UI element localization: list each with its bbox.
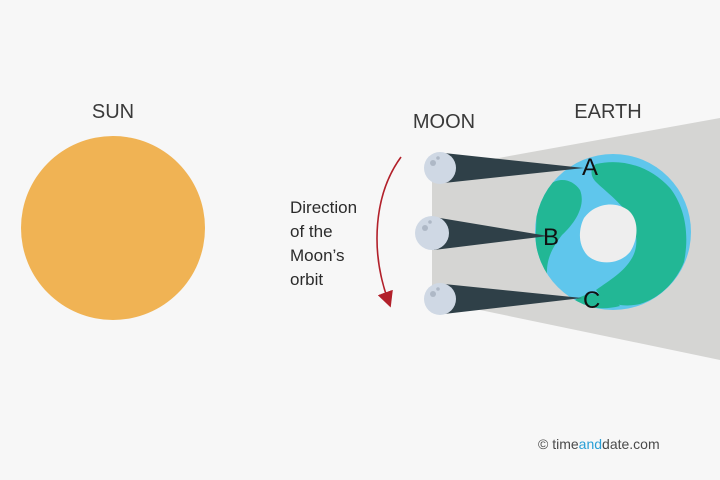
brand-part-time: time [552,436,579,452]
earth [535,154,691,310]
earth-land-south [575,293,620,309]
moon-position-c [424,283,456,315]
moon-crater [430,291,436,297]
moon-crater [430,160,436,166]
earth-label: EARTH [574,101,641,123]
credit-text: © timeanddate.com [538,436,660,452]
sun [21,136,205,320]
moon [415,216,449,250]
moon-crater [428,220,432,224]
orbit-caption-line-3: Moon’s [290,246,345,265]
position-label-c: C [583,287,600,314]
moon-label: MOON [413,111,475,133]
umbra-cone-a [444,153,584,183]
moon-crater [436,287,440,291]
moon [424,283,456,315]
orbit-caption-line-1: Direction [290,198,357,217]
umbra-cone-b [434,217,548,250]
earth-land-east [591,162,687,306]
orbit-caption: Direction of the Moon’s orbit [290,198,357,289]
moon-crater [436,156,440,160]
moon [424,152,456,184]
sun-label: SUN [92,101,134,123]
moon-crater [422,225,428,231]
copyright-symbol: © [538,436,549,452]
umbra-cone-c [444,284,582,314]
earth-polar-ice [579,204,637,263]
moon-position-a [424,152,456,184]
orbit-caption-line-2: of the [290,222,333,241]
position-label-a: A [582,154,598,181]
brand-part-date: date [602,436,629,452]
position-label-b: B [543,224,559,251]
orbit-direction-arrow [376,156,402,308]
moon-position-b [415,216,449,250]
brand-domain: .com [629,436,659,452]
orbit-caption-line-4: orbit [290,270,323,289]
earth-land-west [535,180,582,282]
brand-part-and: and [579,436,602,452]
